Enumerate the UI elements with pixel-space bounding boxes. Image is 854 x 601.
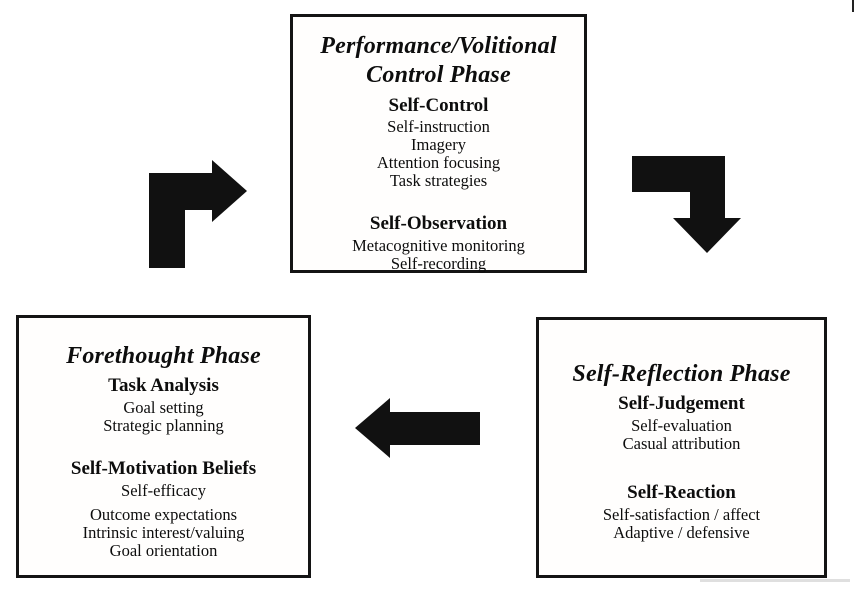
self-observation-heading: Self-Observation <box>369 213 508 235</box>
list-item: Intrinsic interest/valuing <box>82 522 245 542</box>
performance-phase-box: Performance/Volitional Control Phase Sel… <box>290 14 587 273</box>
forethought-phase-title: Forethought Phase <box>66 343 261 369</box>
list-item: Goal orientation <box>109 540 218 560</box>
list-item: Goal setting <box>123 398 204 418</box>
forethought-phase-box: Forethought Phase Task Analysis Goal set… <box>16 315 311 578</box>
performance-phase-title: Performance/Volitional Control Phase <box>320 33 557 89</box>
list-item: Strategic planning <box>103 416 224 436</box>
self-motivation-section: Self-Motivation Beliefs Self-efficacy Ou… <box>19 458 308 560</box>
self-motivation-heading: Self-Motivation Beliefs <box>70 458 257 480</box>
list-item: Self-recording <box>390 254 487 274</box>
self-judgement-heading: Self-Judgement <box>618 393 745 415</box>
scan-artifact <box>852 0 854 12</box>
self-reflection-phase-box: Self-Reflection Phase Self-Judgement Sel… <box>536 317 827 578</box>
self-control-heading: Self-Control <box>388 94 489 116</box>
self-judgement-section: Self-Judgement Self-evaluation Casual at… <box>539 393 824 453</box>
list-item: Task strategies <box>389 171 488 191</box>
list-item: Self-evaluation <box>631 416 732 436</box>
list-item: Outcome expectations <box>89 504 238 524</box>
self-reaction-heading: Self-Reaction <box>627 482 736 504</box>
list-item: Imagery <box>411 135 466 155</box>
list-item: Self-instruction <box>387 117 490 137</box>
list-item: Self-satisfaction / affect <box>602 504 761 524</box>
self-control-section: Self-Control Self-instruction Imagery At… <box>293 95 584 191</box>
self-observation-section: Self-Observation Metacognitive monitorin… <box>293 213 584 273</box>
list-item: Self-efficacy <box>121 480 206 500</box>
list-item: Attention focusing <box>376 153 501 173</box>
self-reflection-phase-title: Self-Reflection Phase <box>572 361 791 387</box>
list-item: Adaptive / defensive <box>613 522 750 542</box>
list-item: Metacognitive monitoring <box>352 236 525 256</box>
scan-artifact <box>700 579 850 582</box>
straight-arrow-left-icon <box>355 398 480 458</box>
task-analysis-heading: Task Analysis <box>108 375 219 397</box>
list-item: Casual attribution <box>622 434 741 454</box>
self-reaction-section: Self-Reaction Self-satisfaction / affect… <box>539 482 824 542</box>
task-analysis-section: Task Analysis Goal setting Strategic pla… <box>19 375 308 435</box>
elbow-arrow-down-icon <box>632 156 741 253</box>
elbow-arrow-up-right-icon <box>149 160 247 268</box>
